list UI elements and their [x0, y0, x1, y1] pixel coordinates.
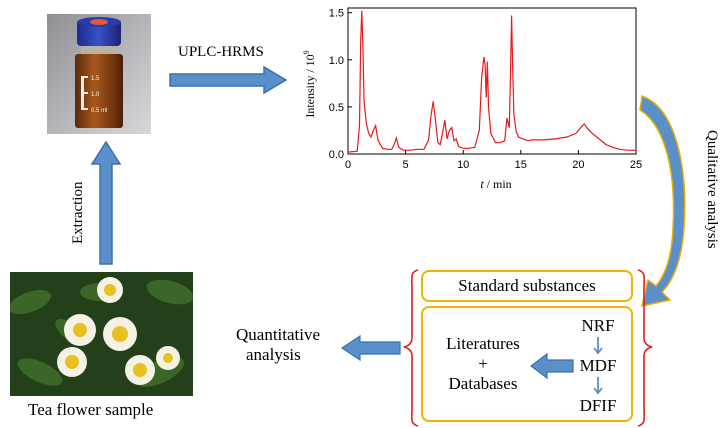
x-tick-label: 5	[403, 159, 409, 171]
vial-mark-2: 1.0	[91, 92, 100, 98]
tea-flower-illustration	[10, 272, 193, 396]
dfif-label: DFIF	[579, 396, 617, 415]
qualitative-arrow	[639, 94, 686, 307]
chart-ticks: 0 5 10 15 20 25 0.0 0.5 1.0 1.5	[329, 8, 642, 171]
right-red-brace	[637, 269, 653, 427]
plot-border	[347, 7, 637, 155]
x-tick-label: 25	[630, 159, 642, 171]
standard-substances-label: Standard substances	[458, 276, 596, 295]
vial-mark-3: 0.5 ml	[91, 108, 107, 114]
y-tick-label: 1.5	[329, 8, 344, 20]
tea-flower-photo	[10, 272, 193, 396]
x-tick-label: 0	[345, 159, 351, 171]
quantitative-label-line2: analysis	[246, 345, 301, 364]
left-red-brace	[403, 269, 419, 427]
y-tick-label: 1.0	[329, 55, 344, 67]
uplc-label: UPLC-HRMS	[178, 44, 264, 60]
chromatogram-chart: 0 5 10 15 20 25 0.0 0.5 1.0 1.5 Intensity / 109 t…	[302, 7, 642, 191]
extraction-label: Extraction	[70, 181, 86, 244]
sample-caption: Tea flower sample	[28, 400, 154, 419]
y-axis-label: Intensity / 109	[302, 50, 317, 117]
chromatogram-trace	[347, 10, 636, 153]
standard-substances-box: Standard substances	[421, 270, 633, 302]
vial-illustration: 1.5 1.0 0.5 ml	[47, 14, 151, 134]
y-tick-label: 0.0	[329, 149, 344, 161]
nrf-to-mdf-arrow	[593, 337, 603, 355]
y-tick-label: 0.5	[329, 102, 344, 114]
x-tick-label: 15	[515, 159, 527, 171]
qualitative-label: Qualitative analysis	[704, 130, 720, 249]
x-tick-label: 20	[572, 159, 584, 171]
nrf-label: NRF	[581, 316, 615, 335]
filters-to-literature-arrow	[530, 352, 574, 380]
uplc-arrow	[169, 66, 288, 94]
plus-label: +	[478, 354, 488, 373]
literature-database-box: Literatures + Databases NRF MDF DFIF	[421, 306, 633, 422]
mdf-label: MDF	[579, 356, 617, 375]
chart-frame	[347, 7, 637, 155]
quantitative-arrow	[340, 334, 401, 362]
extraction-arrow	[90, 140, 122, 265]
databases-label: Databases	[448, 374, 518, 393]
vial-photo: 1.5 1.0 0.5 ml	[47, 14, 151, 134]
x-tick-label: 10	[457, 159, 469, 171]
literatures-label: Literatures	[446, 334, 520, 353]
vial-mark-1: 1.5	[91, 76, 100, 82]
x-axis-label: t / min	[480, 177, 511, 191]
quantitative-label-line1: Quantitative	[236, 325, 321, 344]
mdf-to-dfif-arrow	[593, 377, 603, 395]
